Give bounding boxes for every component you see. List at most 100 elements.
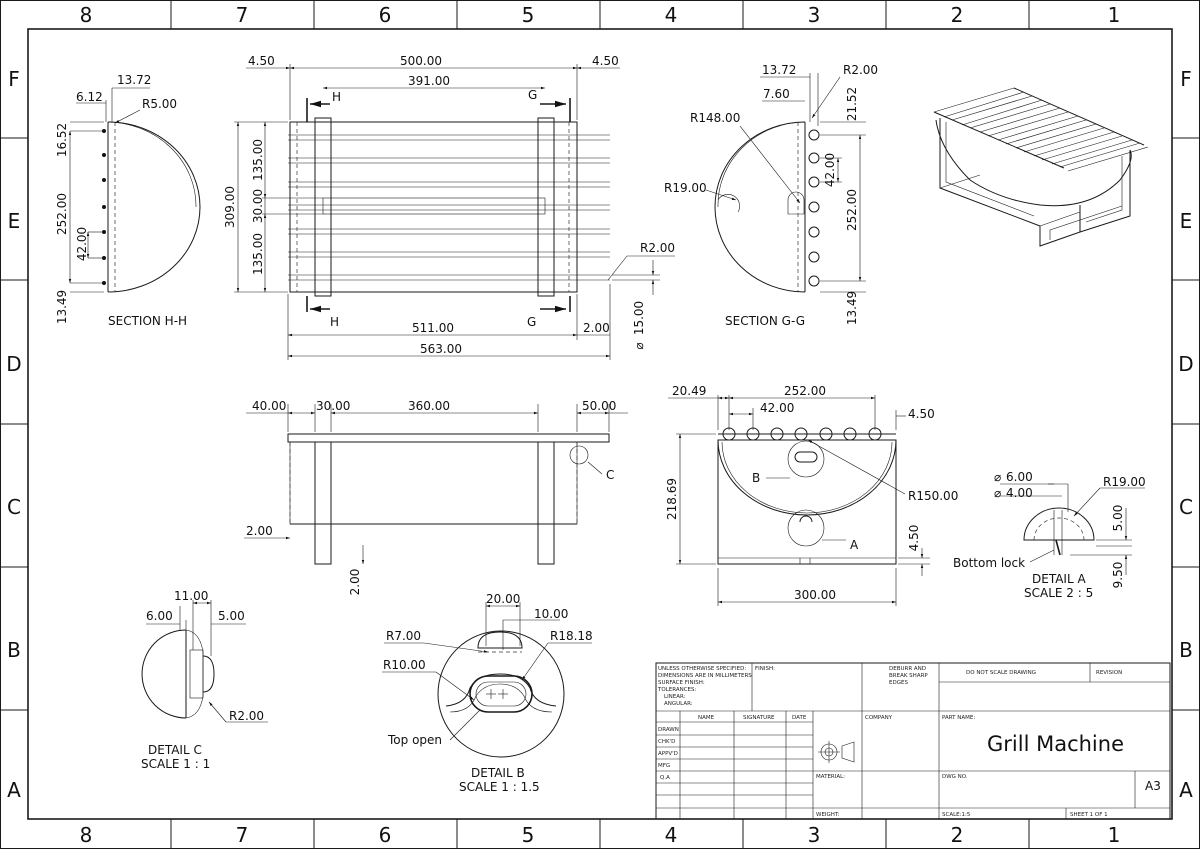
zone-col-2: 2 — [951, 3, 964, 27]
zone-col-3: 3 — [808, 3, 821, 27]
gg-dim-r148: R148.00 — [690, 111, 740, 125]
detail-b-dim-r18-18: R18.18 — [550, 629, 593, 643]
detail-a-dim-5: 5.00 — [1111, 505, 1125, 532]
front-dim-511: 511.00 — [412, 321, 454, 335]
tb-row-chkd: CHK'D — [658, 739, 675, 745]
zone-row-c-right: C — [1179, 495, 1193, 519]
zone-col-3-bottom: 3 — [808, 823, 821, 847]
zone-col-5: 5 — [522, 3, 535, 27]
detail-b-title: DETAIL B — [471, 766, 525, 780]
front-dim-dia-15: 15.00 — [632, 301, 646, 335]
cut-h-bottom: H — [330, 315, 339, 329]
side-dim-252: 252.00 — [784, 384, 826, 398]
tb-sheet: SHEET 1 OF 1 — [1070, 812, 1108, 818]
tb-row-mfg: MFG — [658, 763, 670, 769]
detail-c-callout: C — [606, 468, 614, 482]
detail-b-note: Top open — [387, 733, 442, 747]
hh-dim-r5: R5.00 — [142, 97, 177, 111]
section-g-g-label: SECTION G-G — [725, 314, 805, 328]
zone-col-1: 1 — [1108, 3, 1121, 27]
hh-dim-13-72: 13.72 — [117, 73, 151, 87]
tb-deburr-2: BREAK SHARP — [889, 673, 928, 679]
side-dim-300: 300.00 — [794, 588, 836, 602]
zone-row-e: E — [8, 209, 21, 233]
detail-b-dim-20: 20.00 — [486, 592, 520, 606]
zone-row-e-right: E — [1180, 209, 1193, 233]
zone-labels-left: F E D C B A — [6, 67, 21, 802]
front-dim-500: 500.00 — [400, 54, 442, 68]
side-dim-4-50-top: 4.50 — [908, 407, 935, 421]
zone-labels-right: F E D C B A — [1178, 67, 1193, 802]
detail-b-view: 20.00 10.00 R7.00 R18.18 R10.00 Top open… — [382, 592, 593, 794]
side-view: 20.49 252.00 42.00 4.50 218.69 R150.00 4… — [665, 384, 958, 606]
detail-a-note: Bottom lock — [953, 556, 1025, 570]
tb-note-6: ANGULAR: — [664, 701, 693, 707]
front-dim-563: 563.00 — [420, 342, 462, 356]
tb-note-1: UNLESS OTHERWISE SPECIFIED: — [658, 666, 746, 672]
gg-dim-13-72: 13.72 — [762, 63, 796, 77]
tb-note-5: LINEAR: — [664, 694, 686, 700]
section-g-g-view: 13.72 R2.00 7.60 21.52 252.00 13.49 42.0… — [664, 63, 878, 328]
section-h-h-label: SECTION H-H — [108, 314, 187, 328]
tb-row-drawn: DRAWN — [658, 727, 679, 733]
detail-c-dim-5: 5.00 — [218, 609, 245, 623]
tb-do-not-scale: DO NOT SCALE DRAWING — [966, 670, 1036, 676]
hh-dim-13-49: 13.49 — [55, 290, 69, 324]
gg-dim-21-52: 21.52 — [845, 87, 859, 121]
detail-a-view: 6.00 ⌀ 4.00 ⌀ R19.00 5.00 9.50 Bottom lo… — [953, 470, 1146, 600]
section-h-h-view: 13.72 6.12 R5.00 16.52 252.00 42.00 13.4… — [55, 73, 201, 328]
cut-h-top: H — [332, 90, 341, 104]
zone-row-f: F — [8, 67, 20, 91]
tb-note-2: DIMENSIONS ARE IN MILLIMETERS — [658, 673, 752, 679]
tb-part-name: Grill Machine — [987, 732, 1124, 756]
detail-c-scale: SCALE 1 : 1 — [141, 757, 210, 771]
zone-row-c: C — [7, 495, 21, 519]
tb-deburr-3: EDGES — [889, 680, 908, 686]
zone-col-1-bottom: 1 — [1108, 823, 1121, 847]
front-dim-30: 30.00 — [251, 189, 265, 223]
zone-col-8-bottom: 8 — [80, 823, 93, 847]
tb-col-date: DATE — [792, 715, 807, 721]
gg-dim-252: 252.00 — [845, 189, 859, 231]
zone-row-d-right: D — [1178, 352, 1193, 376]
detail-a-scale: SCALE 2 : 5 — [1024, 586, 1093, 600]
detail-a-dim-dia-4: 4.00 — [1006, 486, 1033, 500]
detail-c-dim-6: 6.00 — [146, 609, 173, 623]
tb-col-name: NAME — [698, 715, 715, 721]
zone-col-7: 7 — [236, 3, 249, 27]
gg-dim-r2: R2.00 — [843, 63, 878, 77]
detail-a-dia-symbol-2: ⌀ — [994, 486, 1001, 500]
hh-dim-6-12: 6.12 — [76, 90, 103, 104]
tb-col-signature: SIGNATURE — [743, 715, 775, 721]
tb-row-qa: Q.A — [660, 775, 670, 781]
front-dim-391: 391.00 — [408, 74, 450, 88]
detail-c-dim-r2: R2.00 — [229, 709, 264, 723]
detail-b-scale: SCALE 1 : 1.5 — [459, 780, 540, 794]
zone-row-b-right: B — [1179, 638, 1193, 662]
tb-size: A3 — [1145, 779, 1161, 793]
side-dim-20-49: 20.49 — [672, 384, 706, 398]
tb-row-appvd: APPV'D — [658, 751, 678, 757]
tb-company: COMPANY — [865, 715, 893, 721]
detail-b-dim-r10: R10.00 — [383, 658, 426, 672]
zone-col-6-bottom: 6 — [379, 823, 392, 847]
top-dim-30: 30.00 — [316, 399, 350, 413]
zone-row-d: D — [6, 352, 21, 376]
zone-col-4: 4 — [665, 3, 678, 27]
side-dim-218-69: 218.69 — [665, 478, 679, 520]
top-dim-2-00-bottom: 2.00 — [348, 569, 362, 596]
title-block: UNLESS OTHERWISE SPECIFIED: DIMENSIONS A… — [655, 662, 1171, 820]
hh-dim-42: 42.00 — [75, 227, 89, 261]
cut-g-bottom: G — [527, 315, 536, 329]
detail-b-dim-10: 10.00 — [534, 607, 568, 621]
tb-weight: WEIGHT: — [816, 812, 840, 818]
tb-deburr-1: DEBURR AND — [889, 666, 926, 672]
detail-a-dim-dia-6: 6.00 — [1006, 470, 1033, 484]
zone-col-8: 8 — [80, 3, 93, 27]
front-dim-135-upper: 135.00 — [251, 139, 265, 181]
inner-border — [27, 28, 1173, 820]
tb-material: MATERIAL: — [816, 774, 845, 780]
front-dim-2-00: 2.00 — [583, 321, 610, 335]
